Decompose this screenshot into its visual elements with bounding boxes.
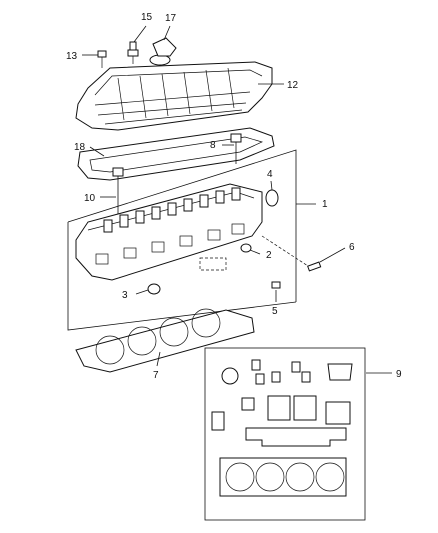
callout-12: 12 (287, 80, 299, 91)
callout-18: 18 (74, 142, 86, 153)
callout-1: 1 (322, 199, 328, 210)
oil-filler-cap (152, 37, 177, 57)
callout-labels: 1 2 3 4 5 6 7 8 9 10 12 13 15 17 18 (66, 12, 402, 381)
sending-unit (127, 41, 139, 64)
head-gasket (75, 308, 255, 373)
callout-10: 10 (84, 193, 96, 204)
callout-15: 15 (141, 12, 153, 23)
leader-lines (82, 25, 392, 374)
cover-bolt (97, 50, 107, 68)
seal (147, 283, 161, 295)
callout-4: 4 (267, 169, 273, 180)
callout-8: 8 (210, 140, 216, 151)
gasket-kit (204, 347, 366, 521)
core-plug (265, 189, 279, 207)
valve-cover-ribs (117, 67, 235, 121)
callout-13: 13 (66, 51, 78, 62)
valve-cover (75, 54, 273, 131)
cylinder-head (75, 183, 263, 281)
head-bolt-short (230, 133, 242, 164)
dowel (271, 281, 281, 289)
callout-7: 7 (153, 370, 159, 381)
callout-2: 2 (266, 250, 272, 261)
valve-springs (103, 187, 241, 233)
callout-17: 17 (165, 13, 177, 24)
plug (240, 243, 252, 253)
callout-5: 5 (272, 306, 278, 317)
stud (261, 235, 322, 272)
callout-9: 9 (396, 369, 402, 380)
intake-ports (95, 223, 245, 265)
valve-cover-gasket (77, 127, 275, 181)
callout-3: 3 (122, 290, 128, 301)
callout-6: 6 (349, 242, 355, 253)
